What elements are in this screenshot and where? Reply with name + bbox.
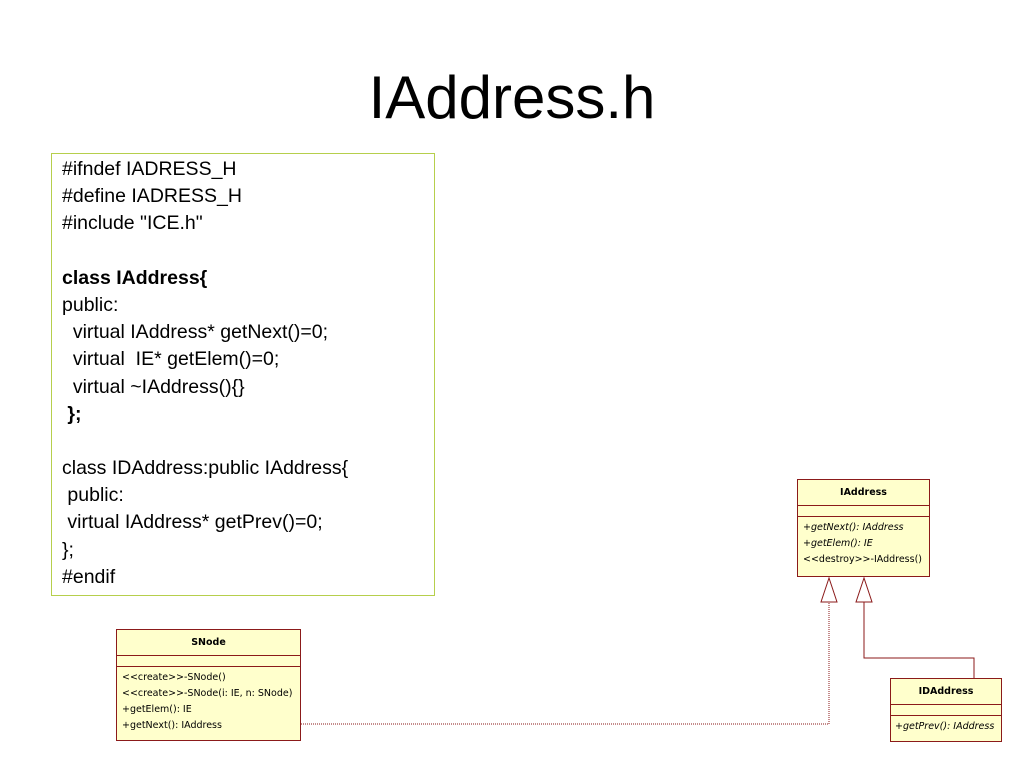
uml-divider — [891, 704, 1001, 705]
uml-attributes — [798, 506, 929, 516]
code-line: class IAddress{ — [62, 266, 208, 289]
uml-operation: +getElem(): IE — [122, 704, 192, 715]
uml-divider — [117, 655, 300, 656]
uml-class-snode[interactable]: SNode <<create>>-SNode() <<create>>-SNod… — [116, 629, 301, 741]
uml-operations: +getPrev(): IAddress — [891, 716, 1001, 735]
code-line: }; — [62, 402, 82, 425]
code-line: virtual IE* getElem()=0; — [62, 348, 280, 371]
uml-operation: <<create>>-SNode() — [122, 672, 226, 683]
code-line: #define IADRESS_H — [62, 185, 242, 208]
uml-operation: +getElem(): IE — [803, 538, 873, 549]
code-line: virtual ~IAddress(){} — [62, 375, 245, 398]
realization-line — [301, 602, 830, 725]
uml-class-name: SNode — [191, 637, 226, 648]
code-line: virtual IAddress* getPrev()=0; — [62, 511, 323, 534]
uml-attributes — [891, 705, 1001, 715]
code-line: }; — [62, 538, 74, 561]
uml-attributes — [117, 656, 300, 666]
uml-class-name: IDAddress — [918, 686, 974, 697]
code-box: #ifndef IADRESS_H #define IADRESS_H #inc… — [51, 153, 435, 596]
uml-divider — [798, 516, 929, 517]
uml-operations: +getNext(): IAddress +getElem(): IE <<de… — [798, 517, 929, 568]
uml-operation: <<destroy>>-IAddress() — [803, 554, 922, 565]
uml-operations: <<create>>-SNode() <<create>>-SNode(i: I… — [117, 667, 300, 734]
code-line: #ifndef IADRESS_H — [62, 158, 237, 180]
uml-operation: +getNext(): IAddress — [122, 720, 222, 731]
uml-class-idaddress[interactable]: IDAddress +getPrev(): IAddress — [890, 678, 1002, 742]
code-line: #include "ICE.h" — [62, 212, 203, 235]
uml-class-iaddress[interactable]: IAddress +getNext(): IAddress +getElem()… — [797, 479, 930, 577]
uml-divider — [798, 505, 929, 506]
slide-title: IAddress.h — [368, 64, 656, 131]
code-line: virtual IAddress* getNext()=0; — [62, 321, 329, 344]
code-line: class IDAddress:public IAddress{ — [62, 457, 349, 480]
uml-class-name: IAddress — [840, 487, 887, 498]
uml-operation: +getNext(): IAddress — [803, 522, 904, 533]
code-line: #endif — [62, 565, 116, 588]
code-line: public: — [62, 484, 124, 507]
uml-operation: +getPrev(): IAddress — [895, 721, 995, 732]
uml-operation: <<create>>-SNode(i: IE, n: SNode) — [122, 688, 293, 699]
generalization-line — [863, 602, 975, 678]
realization-arrowhead — [820, 576, 838, 603]
code-line: public: — [62, 293, 119, 316]
uml-divider — [891, 715, 1001, 716]
uml-divider — [117, 666, 300, 667]
generalization-arrowhead — [855, 576, 873, 603]
